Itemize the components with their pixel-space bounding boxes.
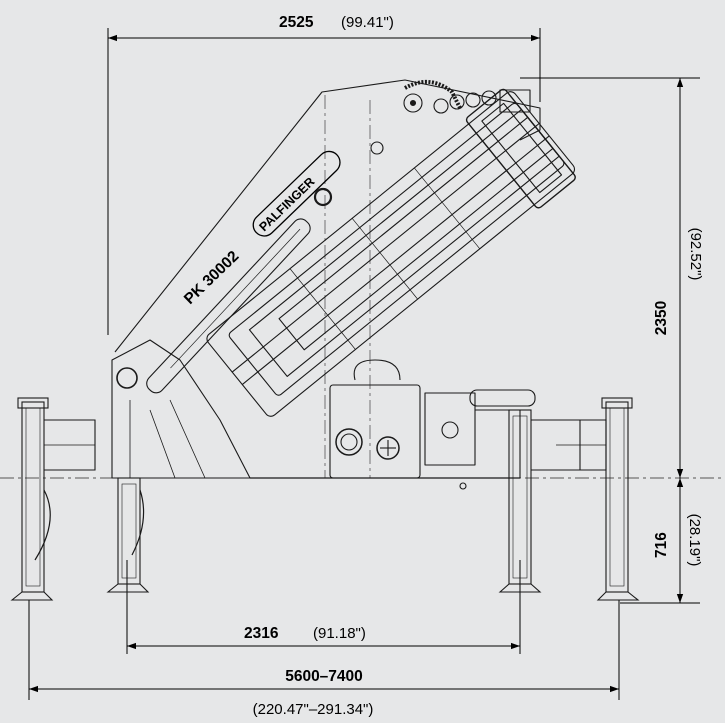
boom-seam: [231, 123, 540, 373]
top-width-mm: 2525: [279, 14, 314, 31]
boom-seam: [241, 135, 550, 385]
boom-rib: [414, 167, 481, 250]
boom-package: [206, 88, 576, 417]
outrigger-cap: [17, 397, 49, 409]
outrigger-hose: [131, 489, 145, 556]
outer-span-inch: (220.47"–291.34"): [253, 701, 374, 718]
low-height-inch: (28.19"): [686, 514, 703, 567]
outrigger-icon: [556, 397, 640, 601]
boom-head-inner: [481, 102, 563, 194]
dimension-top-width: 2525 (99.41"): [107, 14, 541, 335]
slew-gear-icon: [335, 428, 363, 456]
outrigger-foot: [106, 583, 150, 593]
inner-span-inch: (91.18"): [313, 625, 366, 642]
height-mm: 2350: [653, 301, 670, 335]
oil-tank: [424, 392, 476, 466]
boom-rib: [289, 268, 356, 350]
outrigger-foot: [498, 583, 542, 593]
outer-span-mm: 5600–7400: [285, 668, 363, 685]
pivot-pin: [313, 187, 333, 207]
hose-coil: [404, 80, 462, 109]
height-inch: (92.52"): [687, 228, 704, 281]
outrigger-foot: [10, 591, 54, 601]
boom-outer: [206, 91, 576, 417]
outrigger-hose: [34, 489, 51, 561]
tank-cap: [441, 421, 459, 439]
pulley: [403, 93, 423, 113]
outrigger-foot: [596, 591, 640, 601]
control-housing: [329, 384, 421, 479]
rotation-motor-icon: [376, 436, 400, 460]
column-ribs: [129, 399, 206, 479]
low-height-mm: 716: [653, 532, 670, 558]
pulley-hub: [409, 99, 417, 107]
slew-gear-inner: [340, 433, 358, 451]
tank-drain: [459, 482, 467, 490]
boom-rib: [351, 218, 418, 300]
dimension-low-height: 716 (28.19"): [620, 478, 703, 604]
dimension-height: 2350 (92.52"): [520, 77, 704, 478]
top-width-inch: (99.41"): [341, 14, 394, 31]
hose-loop: [353, 359, 401, 381]
tie-cylinder: [469, 389, 536, 407]
dimension-inner-span: 2316 (91.18"): [126, 560, 521, 654]
lift-cylinder: [146, 218, 311, 394]
brand-badge: [252, 150, 341, 237]
outrigger-icon: [10, 397, 96, 601]
outrigger-icon: [106, 477, 150, 593]
outrigger-cap: [601, 397, 633, 409]
column-base: [111, 339, 251, 479]
top-rollers: [433, 89, 531, 114]
boom-envelope: [114, 79, 541, 353]
pivot-pin: [370, 141, 384, 155]
inner-span-mm: 2316: [244, 625, 279, 642]
main-pivot: [116, 367, 138, 389]
dimension-outer-span: 5600–7400 (220.47"–291.34"): [28, 600, 620, 718]
